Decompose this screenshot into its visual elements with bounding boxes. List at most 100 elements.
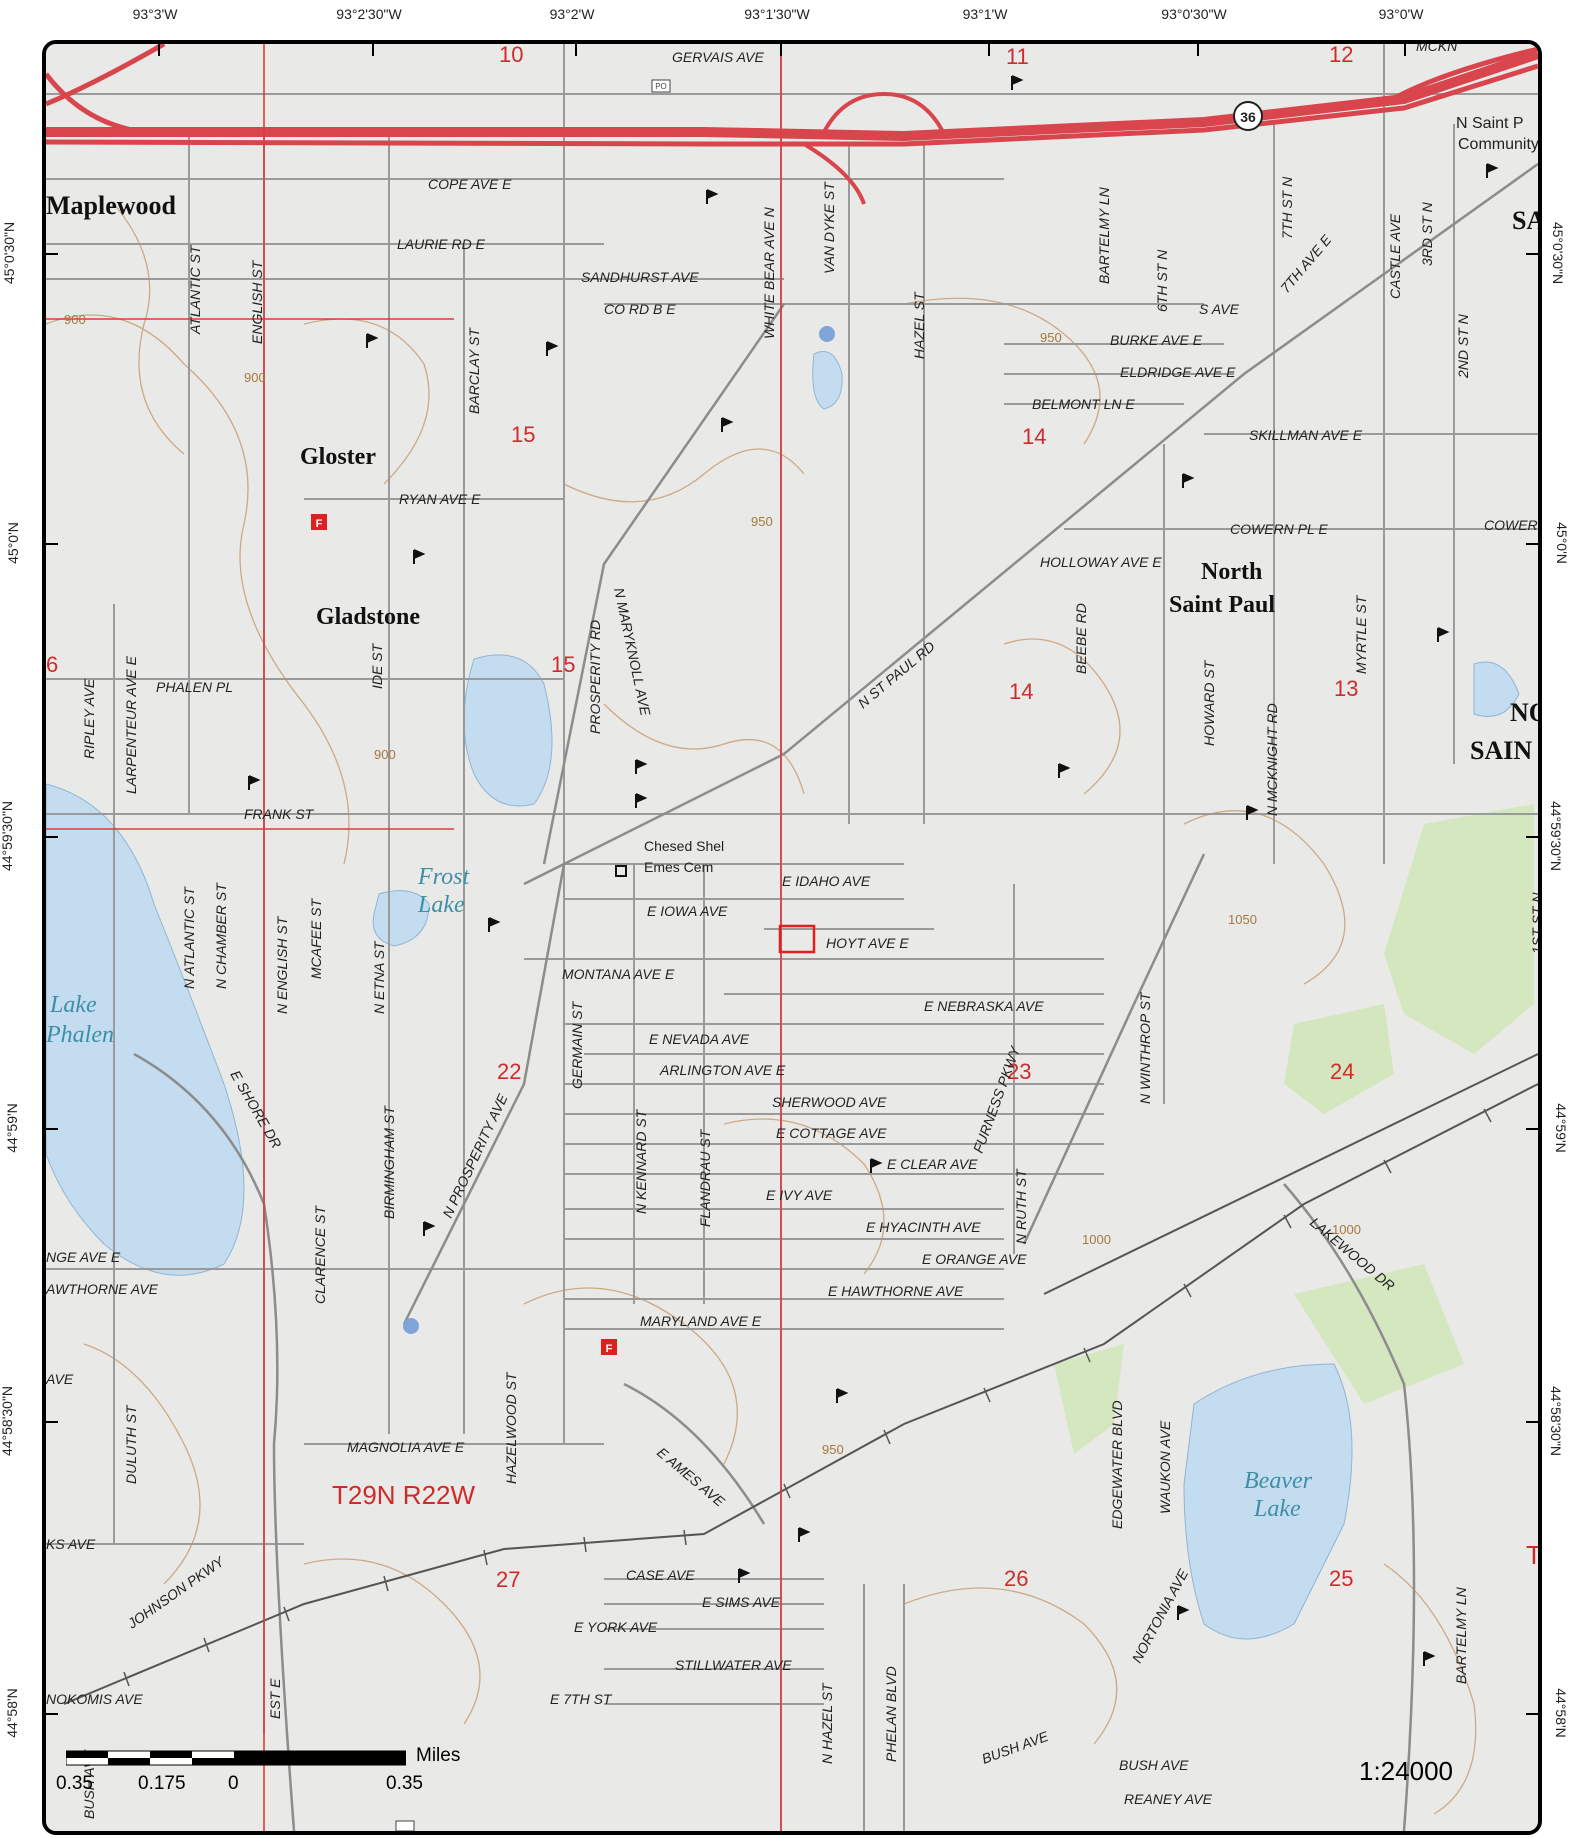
- svg-text:Emes Cem: Emes Cem: [644, 859, 713, 875]
- svg-text:N WINTHROP ST: N WINTHROP ST: [1137, 991, 1153, 1104]
- place-label: Saint Paul: [1169, 592, 1275, 618]
- svg-text:PO: PO: [655, 82, 667, 91]
- svg-text:BARTELMY LN: BARTELMY LN: [1096, 186, 1112, 284]
- school-icons: [248, 75, 1499, 1666]
- water-label: Lake: [49, 992, 97, 1018]
- latitude-label-left: 44°59'30"N: [0, 800, 16, 872]
- post-office-icons: PO: [395, 79, 671, 1831]
- map-scale-ratio: 1:24000: [1359, 1756, 1453, 1786]
- svg-text:Chesed Shel: Chesed Shel: [644, 838, 724, 854]
- svg-text:HAZELWOOD ST: HAZELWOOD ST: [503, 1371, 519, 1484]
- svg-text:900: 900: [374, 747, 396, 762]
- svg-text:N MCKNIGHT RD: N MCKNIGHT RD: [1264, 703, 1280, 816]
- svg-text:EST E: EST E: [267, 1678, 283, 1719]
- svg-text:27: 27: [496, 1567, 520, 1592]
- section-numbers: 10 11 12 15 14 15 14 13 22 23 24 27 26 2…: [46, 44, 1358, 1592]
- svg-text:WAUKON AVE: WAUKON AVE: [1157, 1420, 1173, 1514]
- svg-text:36: 36: [1240, 109, 1256, 125]
- latitude-label-left: 44°58'N: [3, 1688, 20, 1738]
- beaver-lake: [1183, 1363, 1353, 1640]
- svg-text:E 7TH ST: E 7TH ST: [550, 1691, 613, 1707]
- svg-text:COPE AVE E: COPE AVE E: [428, 176, 512, 192]
- place-label: Community: [1458, 136, 1538, 153]
- svg-text:E CLEAR AVE: E CLEAR AVE: [887, 1156, 978, 1172]
- svg-text:CO RD B E: CO RD B E: [604, 301, 676, 317]
- svg-text:REANEY AVE: REANEY AVE: [1124, 1791, 1213, 1807]
- svg-text:COWERN PL E: COWERN PL E: [1230, 521, 1328, 537]
- lake-gladstone: [463, 654, 553, 807]
- svg-text:MYRTLE ST: MYRTLE ST: [1353, 594, 1369, 674]
- svg-text:LAURIE RD E: LAURIE RD E: [397, 236, 486, 252]
- fire-station-icons: F F: [311, 514, 617, 1355]
- svg-text:MCAFEE ST: MCAFEE ST: [308, 897, 324, 979]
- svg-text:SANDHURST AVE: SANDHURST AVE: [581, 269, 699, 285]
- latitude-label-left: 45°0'N: [4, 522, 21, 564]
- svg-text:IDE ST: IDE ST: [369, 642, 385, 689]
- longitude-label: 93°3'W: [132, 6, 178, 22]
- svg-text:NGE AVE E: NGE AVE E: [46, 1249, 121, 1265]
- svg-text:E SIMS AVE: E SIMS AVE: [702, 1594, 781, 1610]
- svg-text:F: F: [606, 1343, 613, 1355]
- svg-text:WHITE BEAR AVE N: WHITE BEAR AVE N: [761, 206, 777, 339]
- svg-text:ARLINGTON AVE E: ARLINGTON AVE E: [659, 1062, 786, 1078]
- svg-text:26: 26: [1004, 1566, 1028, 1591]
- place-label: North: [1201, 559, 1262, 585]
- svg-text:FLANDRAU ST: FLANDRAU ST: [697, 1128, 713, 1227]
- frost-lake: [372, 890, 430, 947]
- latitude-label-left: 45°0'30"N: [1, 221, 18, 285]
- contour-labels: 950 900 900 1000 1000 950 1050 900 950: [64, 312, 1361, 1457]
- svg-text:HOWARD ST: HOWARD ST: [1201, 659, 1217, 746]
- svg-text:F: F: [316, 518, 323, 530]
- svg-text:EDGEWATER BLVD: EDGEWATER BLVD: [1109, 1400, 1125, 1529]
- svg-text:STILLWATER AVE: STILLWATER AVE: [675, 1657, 792, 1673]
- svg-text:3RD ST N: 3RD ST N: [1419, 201, 1435, 266]
- highlighted-area[interactable]: [778, 924, 816, 954]
- svg-text:MAGNOLIA AVE E: MAGNOLIA AVE E: [347, 1439, 465, 1455]
- svg-text:PHELAN BLVD: PHELAN BLVD: [883, 1666, 899, 1762]
- pond: [812, 351, 843, 410]
- map-frame[interactable]: 36 F F PO: [42, 40, 1542, 1835]
- svg-text:CASTLE AVE: CASTLE AVE: [1387, 213, 1403, 299]
- svg-text:23: 23: [1007, 1059, 1031, 1084]
- svg-text:N HAZEL ST: N HAZEL ST: [819, 1682, 835, 1764]
- svg-text:BUSH AVE: BUSH AVE: [1119, 1757, 1189, 1773]
- scale-tick-label: 0.35: [386, 1773, 423, 1794]
- svg-text:DULUTH ST: DULUTH ST: [123, 1404, 139, 1484]
- svg-text:E NEVADA AVE: E NEVADA AVE: [649, 1031, 750, 1047]
- svg-text:ENGLISH ST: ENGLISH ST: [249, 259, 265, 344]
- svg-text:N CHAMBER ST: N CHAMBER ST: [213, 882, 229, 989]
- svg-text:N RUTH ST: N RUTH ST: [1013, 1168, 1029, 1244]
- svg-text:2ND ST N: 2ND ST N: [1455, 313, 1471, 379]
- svg-text:SKILLMAN AVE E: SKILLMAN AVE E: [1249, 427, 1363, 443]
- svg-text:1050: 1050: [1228, 912, 1257, 927]
- scale-bar-graphic: [66, 1750, 406, 1766]
- svg-text:RYAN AVE E: RYAN AVE E: [399, 491, 481, 507]
- svg-text:VAN DYKE ST: VAN DYKE ST: [821, 181, 837, 274]
- svg-text:25: 25: [1329, 1566, 1353, 1591]
- svg-text:E IOWA AVE: E IOWA AVE: [647, 903, 728, 919]
- svg-text:N ETNA ST: N ETNA ST: [371, 940, 387, 1014]
- svg-text:14: 14: [1022, 424, 1046, 449]
- svg-text:ELDRIDGE AVE E: ELDRIDGE AVE E: [1120, 364, 1236, 380]
- water-label: Phalen: [46, 1022, 114, 1048]
- scale-tick-label: 0: [228, 1773, 239, 1794]
- scale-tick-label: 0.175: [138, 1773, 186, 1794]
- svg-text:HOYT AVE E: HOYT AVE E: [826, 935, 909, 951]
- water-label: Frost: [417, 864, 470, 890]
- svg-text:AWTHORNE AVE: AWTHORNE AVE: [46, 1281, 159, 1297]
- svg-text:E ORANGE AVE: E ORANGE AVE: [922, 1251, 1027, 1267]
- water-labels: Frost Lake Lake Phalen Beaver Lake: [46, 864, 1313, 1522]
- latitude-label-left: 44°59'N: [3, 1103, 20, 1153]
- svg-text:1000: 1000: [1082, 1232, 1111, 1247]
- svg-text:PROSPERITY RD: PROSPERITY RD: [587, 620, 603, 734]
- water-label: Beaver: [1244, 1468, 1313, 1494]
- svg-text:10: 10: [499, 44, 523, 67]
- svg-text:950: 950: [1040, 330, 1062, 345]
- highway-shield-icon: 36: [1233, 101, 1263, 131]
- topo-map[interactable]: 36 F F PO: [46, 44, 1538, 1831]
- svg-text:RIPLEY AVE: RIPLEY AVE: [81, 678, 97, 759]
- svg-text:ATLANTIC ST: ATLANTIC ST: [187, 244, 203, 335]
- svg-text:FRANK ST: FRANK ST: [244, 806, 315, 822]
- svg-text:12: 12: [1329, 44, 1353, 67]
- svg-text:COWERN: COWERN: [1484, 517, 1538, 533]
